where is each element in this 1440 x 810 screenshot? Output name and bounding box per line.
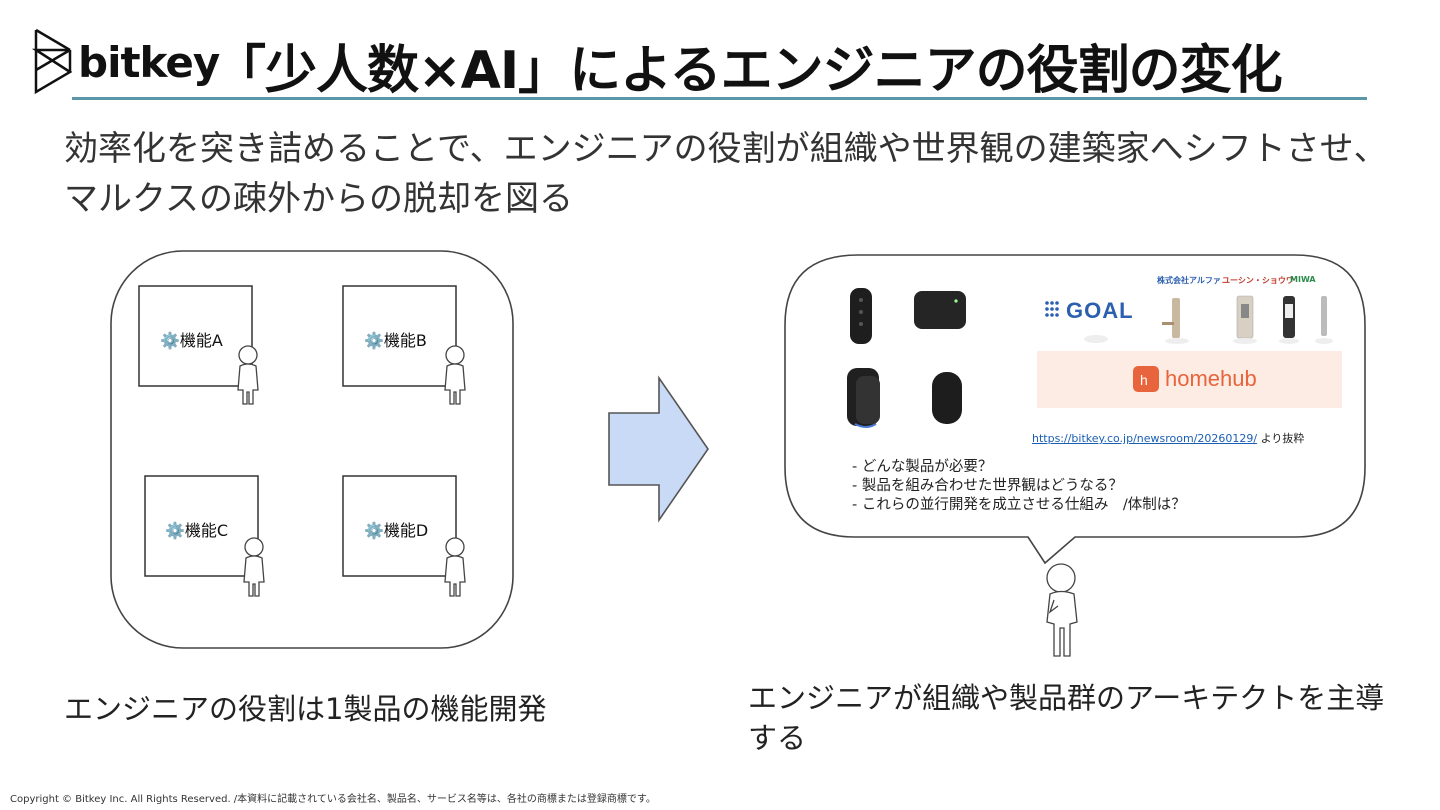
- bubble-notes: - どんな製品が必要？ - 製品を組み合わせた世界観はどうなる？ - これらの並…: [852, 458, 1186, 515]
- homehub-icon: [1133, 366, 1159, 392]
- device-remote: [850, 288, 872, 344]
- bubble-note: - これらの並行開発を成立させる仕組み /体制は？: [852, 497, 1186, 513]
- logo-text: bitkey: [78, 38, 220, 87]
- homehub-logo-text: homehub: [1165, 366, 1257, 391]
- feature-label-a: ⚙️機能A: [160, 331, 223, 350]
- right-caption-line-2: する: [748, 721, 807, 755]
- engineer-figure-d: [444, 537, 466, 597]
- brand-uchida: ユーシン・ショウワ: [1222, 276, 1294, 285]
- brand-miwa: MIWA: [1290, 275, 1316, 284]
- right-caption: エンジニアが組織や製品群のアーキテクトを主導 する: [748, 678, 1428, 758]
- source-citation: https://bitkey.co.jp/newsroom/20260129/ …: [1032, 427, 1304, 446]
- transition-arrow: [608, 375, 709, 523]
- goal-logo-mark: [1045, 301, 1059, 317]
- device-hub: [914, 291, 966, 329]
- right-caption-line-1: エンジニアが組織や製品群のアーキテクトを主導: [748, 681, 1385, 715]
- device-lock-large: [847, 368, 880, 428]
- bitkey-logo: [32, 28, 73, 95]
- lock-product-2: [1233, 295, 1257, 344]
- engineer-figure-a: [237, 345, 259, 405]
- bubble-note: - どんな製品が必要？: [852, 459, 993, 475]
- feature-label-b: ⚙️機能B: [364, 331, 427, 350]
- subtitle-line-2: マルクスの疎外からの脱却を図る: [64, 179, 573, 219]
- subtitle-line-1: 効率化を突き詰めることで、エンジニアの役割が組織や世界観の建築家へシフトさせ、: [64, 129, 1388, 169]
- brand-alpha: 株式会社アルファ: [1157, 276, 1221, 285]
- lock-product-1: [1084, 298, 1189, 344]
- feature-label-c: ⚙️機能C: [165, 521, 229, 540]
- source-link[interactable]: https://bitkey.co.jp/newsroom/20260129/: [1032, 432, 1258, 445]
- feature-label-d: ⚙️機能D: [364, 521, 429, 540]
- feature-box-c: [144, 475, 259, 577]
- feature-box-b: [342, 285, 457, 387]
- page-title: 「少人数×AI」によるエンジニアの役割の変化: [214, 41, 1283, 101]
- goal-logo-text: GOAL: [1066, 298, 1134, 323]
- engineer-figure-c: [243, 537, 265, 597]
- device-lock-small: [932, 372, 962, 424]
- bubble-note: - 製品を組み合わせた世界観はどうなる？: [852, 478, 1123, 494]
- speech-bubble: [784, 254, 1366, 565]
- svg-text:h: h: [1140, 372, 1148, 388]
- title-underline: [72, 97, 1367, 100]
- lock-product-3: [1279, 296, 1333, 344]
- engineer-figure-b: [444, 345, 466, 405]
- feature-box-d: [342, 475, 457, 577]
- left-caption: エンジニアの役割は1製品の機能開発: [64, 692, 547, 726]
- thinking-person-figure: [1046, 563, 1078, 657]
- subtitle: 効率化を突き詰めることで、エンジニアの役割が組織や世界観の建築家へシフトさせ、 …: [64, 124, 1394, 224]
- feature-box-a: [138, 285, 253, 387]
- footer-copyright: Copyright © Bitkey Inc. All Rights Reser…: [10, 794, 656, 805]
- source-suffix: より抜粋: [1257, 432, 1305, 445]
- homehub-band: [1037, 351, 1342, 408]
